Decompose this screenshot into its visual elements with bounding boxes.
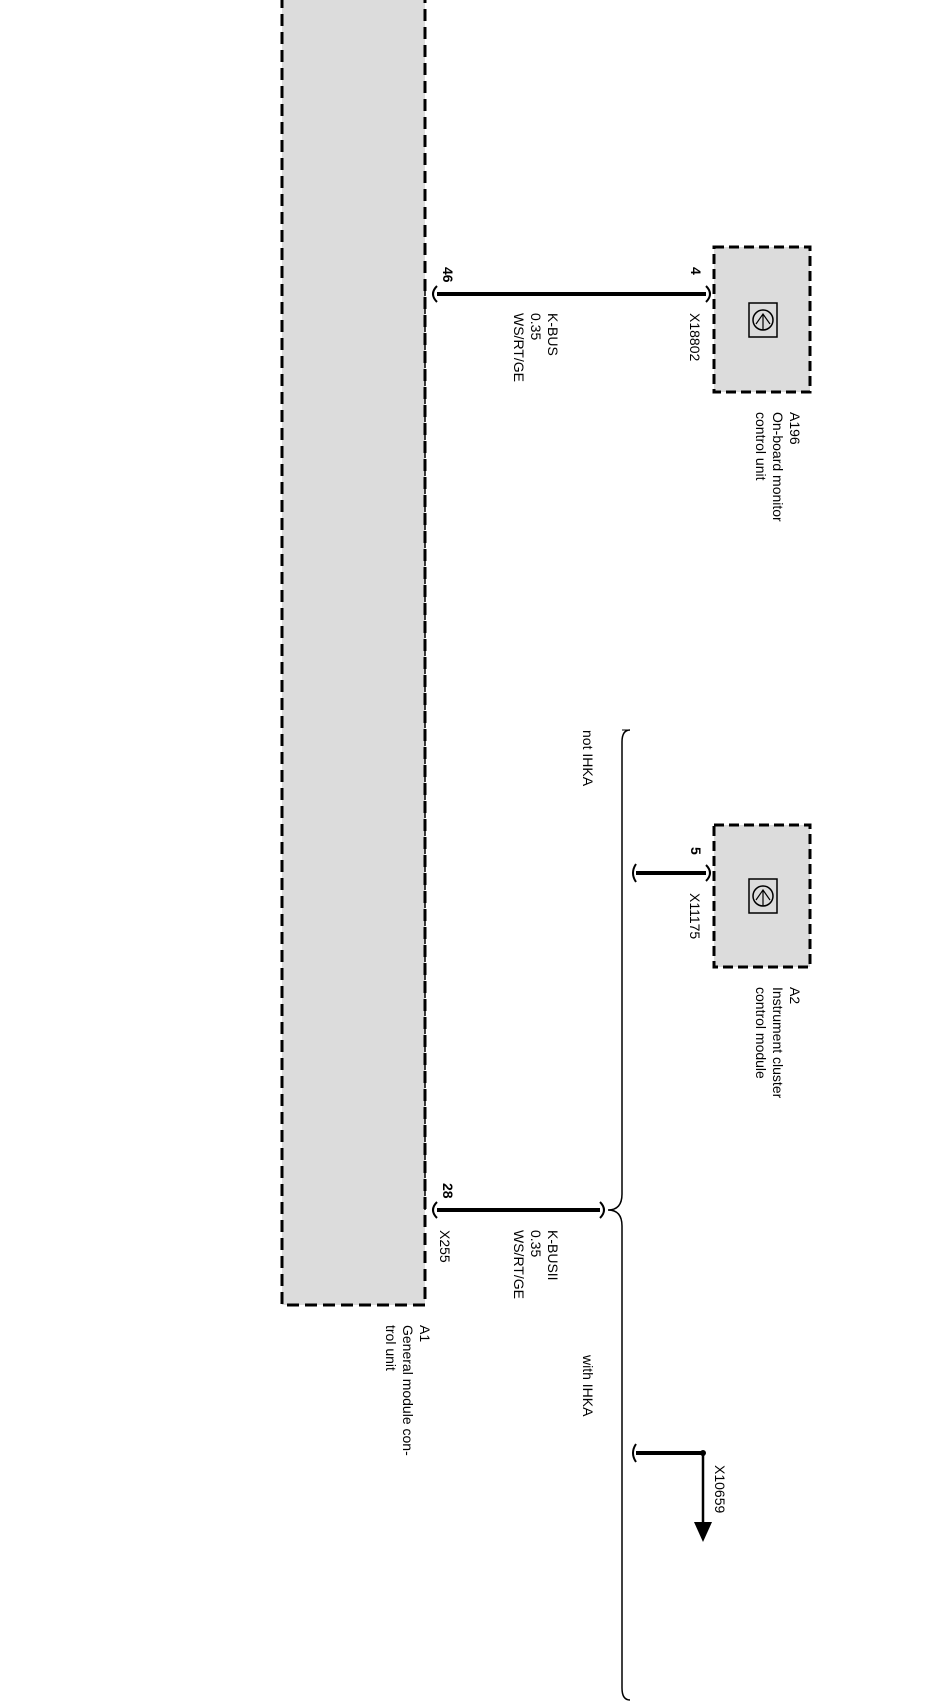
- connector-label-x18802: X18802: [687, 313, 703, 361]
- kbus-name-label: K-BUS: [545, 313, 561, 356]
- option-label-with-ihka: with IHKA: [580, 1354, 596, 1417]
- option-bracket: [607, 729, 631, 1701]
- option-label-not-ihka: not IHKA: [580, 730, 596, 787]
- instrument-cluster-stub-wire: [632, 863, 711, 883]
- module-symbol-icon: [748, 302, 778, 338]
- instrument-cluster-block: [712, 823, 812, 969]
- pin-label-46: 46: [440, 267, 456, 283]
- continuation-arrow-icon: [694, 1522, 712, 1542]
- kbusii-gauge-label: 0.35: [528, 1230, 544, 1257]
- connector-label-x10659: X10659: [712, 1465, 728, 1513]
- kbusii-wire: [432, 1201, 605, 1219]
- kbusii-color-label: WS/RT/GE: [511, 1230, 527, 1299]
- a1-name-line2: trol unit: [383, 1325, 399, 1371]
- a196-id-label: A196: [787, 412, 803, 445]
- module-symbol-icon: [748, 878, 778, 914]
- pin-label-5: 5: [688, 847, 704, 855]
- connector-label-x11175: X11175: [687, 893, 703, 939]
- kbusii-name-label: K-BUSII: [545, 1230, 561, 1281]
- a1-name-line1: General module con-: [400, 1325, 416, 1456]
- kbus-wire: [432, 285, 711, 303]
- kbus-color-label: WS/RT/GE: [511, 313, 527, 382]
- with-ihka-stub-wire: [632, 1443, 706, 1523]
- pin-label-4: 4: [688, 267, 704, 275]
- a2-name-line2: control module: [753, 987, 769, 1079]
- a2-id-label: A2: [787, 987, 803, 1004]
- onboard-monitor-block: [712, 245, 812, 394]
- kbus-gauge-label: 0.35: [528, 313, 544, 340]
- a2-name-line1: Instrument cluster: [770, 987, 786, 1099]
- connector-label-x255: X255: [437, 1230, 453, 1263]
- a196-name-line2: control unit: [753, 412, 769, 481]
- pin-label-28: 28: [440, 1183, 456, 1199]
- a1-id-label: A1: [417, 1325, 433, 1342]
- a196-name-line1: On-board monitor: [770, 412, 786, 522]
- general-module-block: [280, 0, 427, 1307]
